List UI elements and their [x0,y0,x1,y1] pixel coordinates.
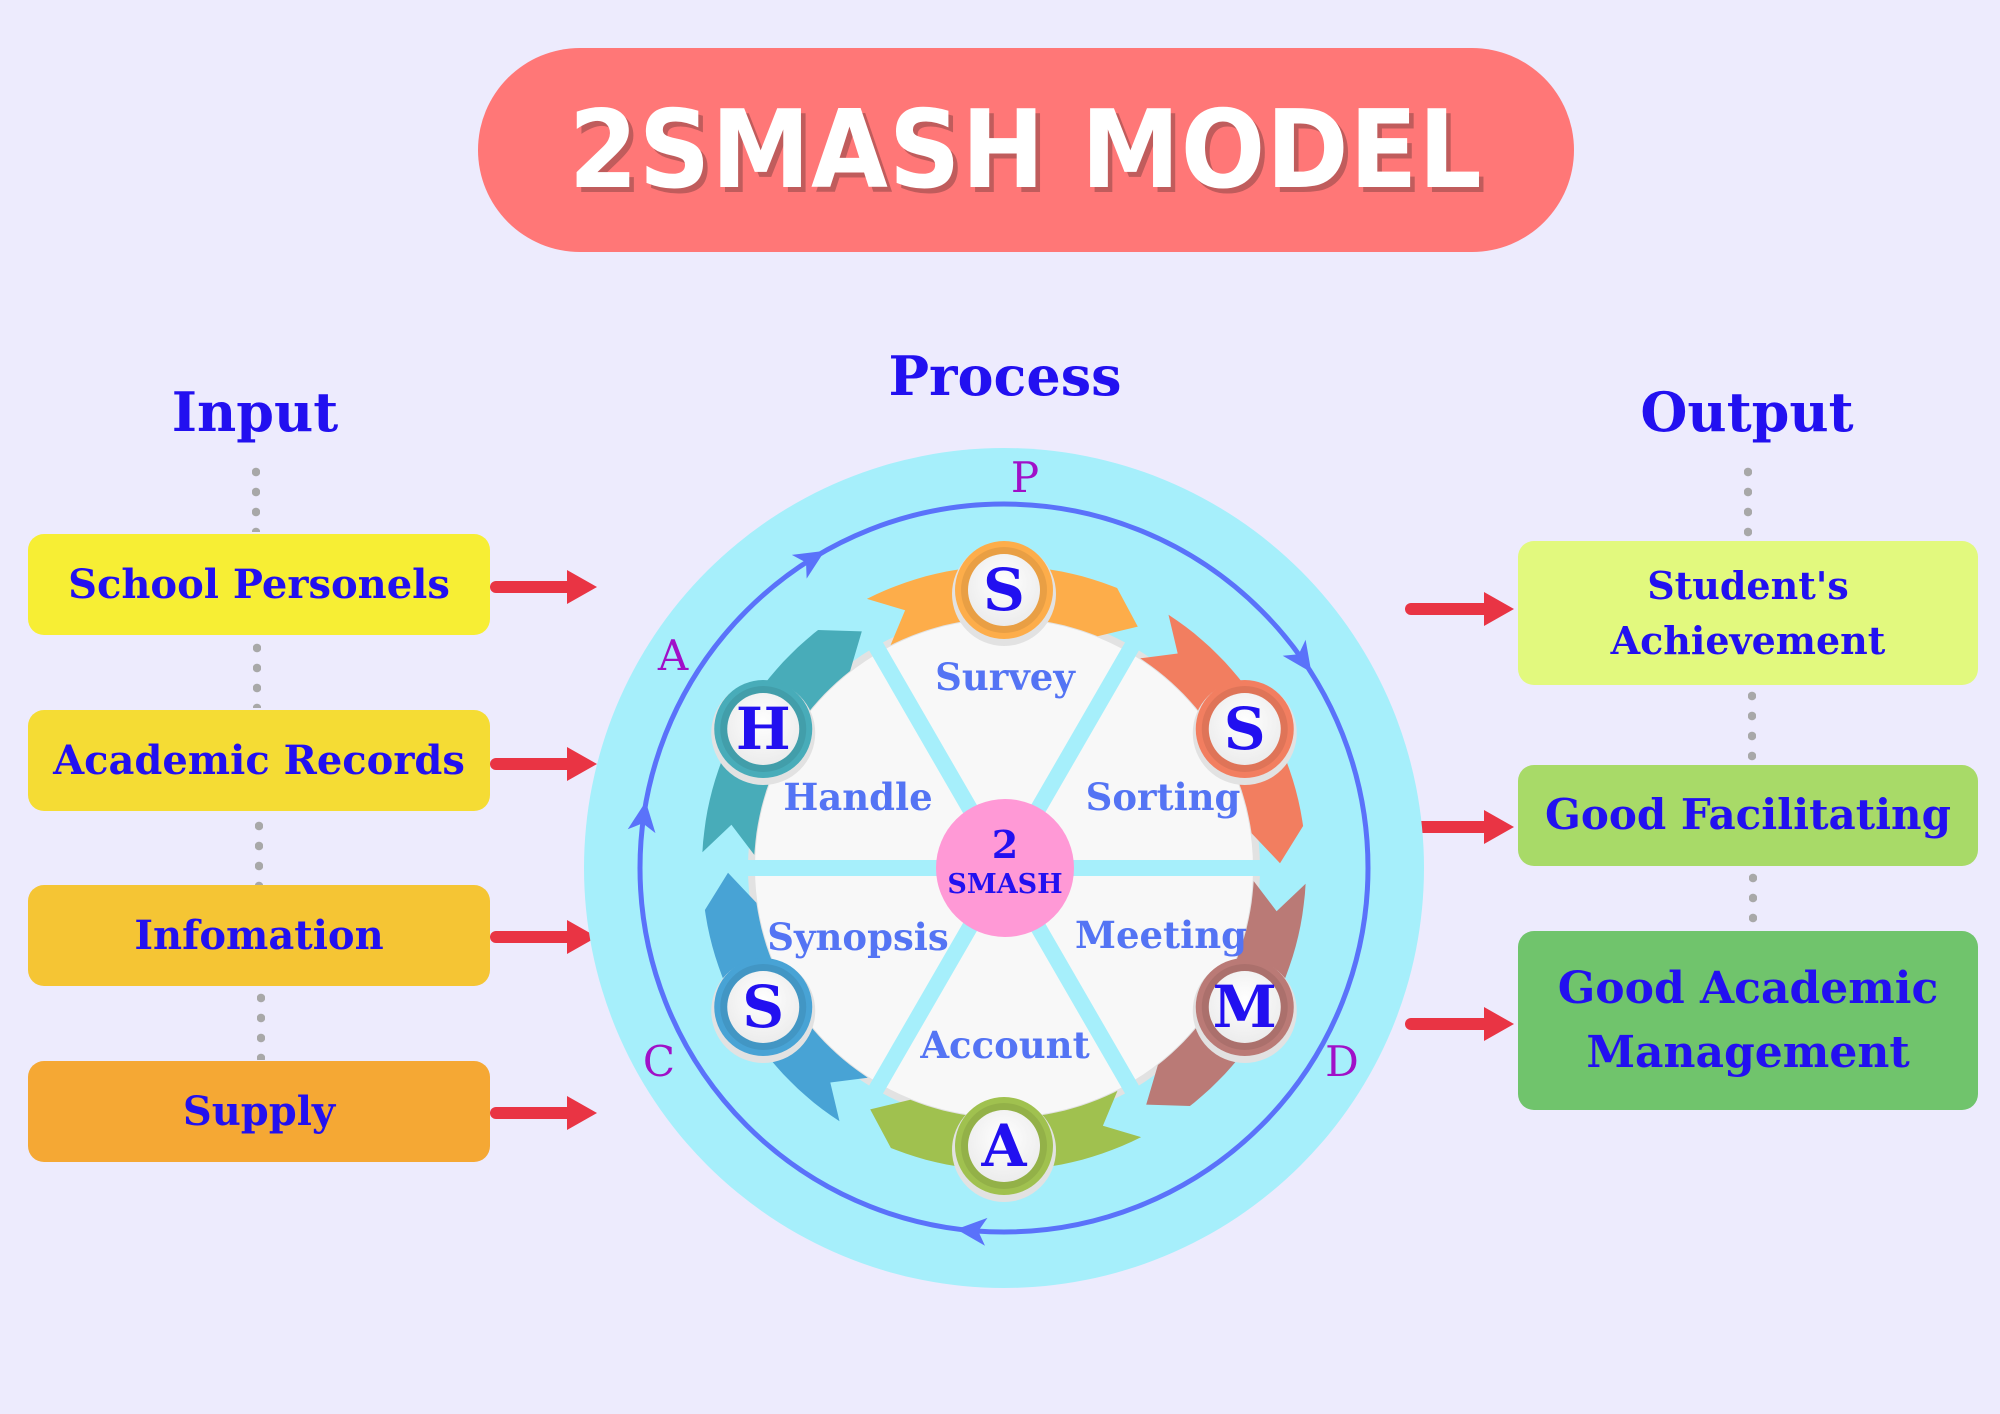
step-badge-letter: H [736,695,791,763]
step-badge-letter: S [1224,695,1266,763]
input-box-supply: Supply [28,1061,490,1162]
sector-divider [868,640,981,821]
input-box-information: Infomation [28,885,490,986]
sector-divider [1027,915,1140,1096]
output-flow-arrow [1405,1007,1514,1041]
step-label-survey: Survey [935,655,1076,699]
output-connector [1748,686,1756,764]
output-label-line: Achievement [1610,618,1886,663]
center-hub [936,799,1074,937]
cycle-letter-c: C [643,1037,675,1086]
step-badge-letter: M [1213,973,1277,1041]
step-label-sorting: Sorting [1086,775,1241,819]
output-box-good-facilitating: Good Facilitating [1518,765,1978,866]
output-label-line: Good Academic [1557,962,1939,1014]
input-flow-arrow [490,747,597,781]
pdca-cycle-ring [637,501,1371,1235]
output-box-students-achievement: Student's Achievement [1518,541,1978,685]
cycle-letter-p: P [1011,453,1039,502]
cycle-arrowhead [1282,639,1312,673]
step-label-meeting: Meeting [1075,913,1247,957]
step-label-handle: Handle [783,775,932,819]
sector-divider [1027,640,1140,821]
cycle-arrowhead [791,550,825,579]
step-badge-letter: A [980,1112,1027,1180]
step-badge-letter: S [742,973,784,1041]
cycle-arrowhead [627,801,656,834]
input-heading: Input [171,380,339,444]
cycle-letter-a: A [657,631,689,680]
input-label: Supply [182,1088,336,1135]
input-label: Infomation [134,912,384,959]
input-label: Academic Records [53,737,465,784]
output-flow-arrow [1405,592,1514,626]
cycle-arrowhead [956,1217,988,1246]
output-connector [1744,462,1752,540]
input-flow-arrow [490,1096,597,1130]
step-badge-handle: H [711,680,816,785]
output-connector [1749,868,1757,930]
sector-divider [868,915,981,1096]
center-hub-number: 2 [992,822,1018,867]
step-label-account: Account [919,1023,1089,1067]
step-badge-sorting: S [1192,680,1297,785]
input-flow-arrow [490,570,597,604]
input-label: School Personels [68,561,450,608]
page-title: 2SMASH MODEL [569,87,1483,213]
input-connector [252,462,260,532]
title-banner: 2SMASH MODEL [478,48,1574,252]
input-connector [255,816,263,886]
step-badge-letter: S [983,556,1025,624]
input-connector [257,988,265,1060]
input-flow-arrow [490,920,597,954]
center-hub-label: SMASH [947,869,1062,900]
input-connector [253,638,261,708]
output-box-good-academic-management: Good Academic Management [1518,931,1978,1110]
input-box-school-personels: School Personels [28,534,490,635]
process-heading: Process [888,344,1122,408]
output-label: Good Facilitating [1545,790,1951,840]
output-label-line: Management [1586,1026,1910,1078]
output-heading: Output [1640,380,1854,444]
output-label-line: Student's [1647,562,1849,608]
step-badge-synopsis: S [711,958,816,1063]
step-badge-account: A [952,1097,1056,1202]
step-badge-meeting: M [1192,958,1297,1063]
input-box-academic-records: Academic Records [28,710,490,811]
cycle-letter-d: D [1325,1037,1359,1086]
output-flow-arrow [1405,810,1514,844]
step-label-synopsis: Synopsis [767,915,948,959]
step-badge-survey: S [952,541,1056,646]
